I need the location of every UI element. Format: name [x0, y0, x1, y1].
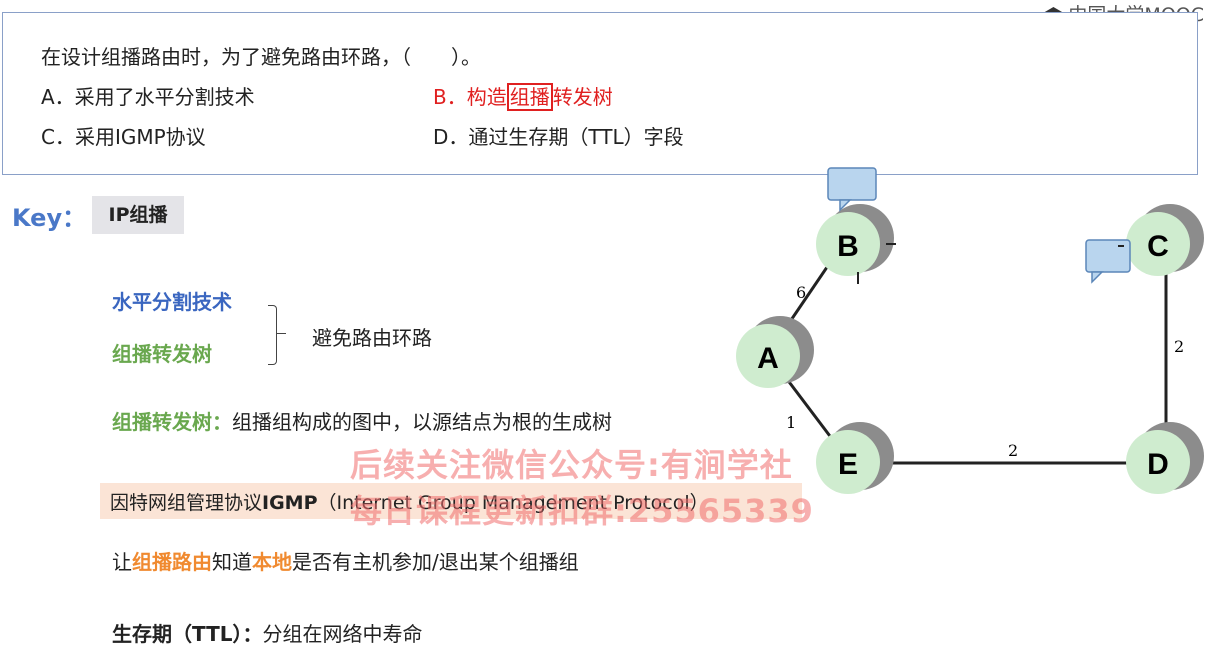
svg-text:D: D: [1147, 448, 1169, 481]
option-b-highlight: 组播: [506, 83, 553, 111]
watermark-line2: 每日课程更新扣群:25565339: [350, 492, 814, 530]
svg-text:B: B: [837, 230, 859, 263]
igmp-description: 让组播路由知道本地是否有主机参加/退出某个组播组: [112, 550, 579, 574]
weight-e-d: 2: [1008, 441, 1018, 460]
svg-text:C: C: [1147, 230, 1169, 263]
node-c: C: [1126, 204, 1204, 276]
weight-a-e: 1: [786, 413, 796, 432]
node-b: B: [816, 204, 896, 284]
igmp-line: 因特网组管理协议IGMP（Internet Group Management P…: [110, 492, 709, 514]
igmp-highlight-bar: [100, 483, 802, 519]
node-e: E: [816, 422, 894, 494]
note-forwarding-tree: 组播转发树: [112, 342, 212, 366]
option-c: C．采用IGMP协议: [41, 125, 206, 149]
key-label: Key：: [12, 204, 87, 232]
question-stem: 在设计组播路由时，为了避免路由环路，（ ）。: [41, 45, 481, 69]
node-a: A: [736, 316, 814, 388]
watermark-line1: 后续关注微信公众号:有涧学社: [350, 446, 793, 484]
brace-tip: [276, 333, 286, 334]
node-d: D: [1126, 422, 1204, 494]
tree-definition: 组播转发树：组播组构成的图中，以源结点为根的生成树: [112, 410, 612, 434]
network-graph: 6 1 2 2 B C A E D: [736, 167, 1204, 494]
brace-divider: [268, 305, 277, 365]
weight-a-b: 6: [796, 283, 806, 302]
option-a: A．采用了水平分割技术: [41, 85, 255, 109]
note-avoid-loop: 避免路由环路: [312, 326, 432, 350]
option-b: B．构造组播转发树: [433, 83, 613, 111]
comment-bubble-icon-2[interactable]: [1085, 239, 1131, 284]
weight-c-d: 2: [1174, 337, 1184, 356]
ttl-line: 生存期（TTL）：分组在网络中寿命: [112, 622, 423, 646]
svg-text:E: E: [838, 448, 858, 481]
note-split-horizon: 水平分割技术: [112, 290, 232, 314]
key-topic-chip: IP组播: [92, 196, 184, 234]
question-box: 在设计组播路由时，为了避免路由环路，（ ）。 A．采用了水平分割技术 B．构造组…: [2, 12, 1198, 175]
comment-bubble-icon[interactable]: [827, 167, 877, 212]
svg-text:A: A: [757, 342, 779, 375]
option-d: D．通过生存期（TTL）字段: [433, 125, 684, 149]
